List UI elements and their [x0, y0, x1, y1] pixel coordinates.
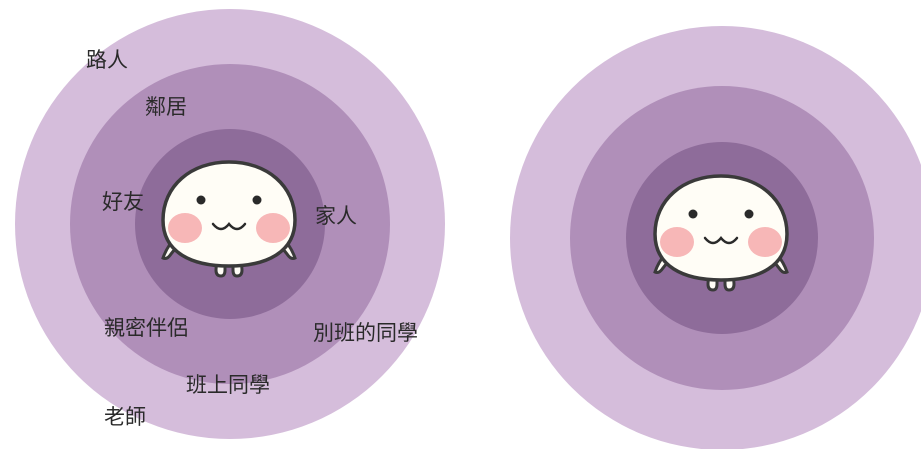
label-good-friend: 好友 — [102, 190, 144, 214]
label-teacher: 老師 — [104, 405, 146, 429]
right-diagram — [510, 26, 921, 449]
left-diagram — [15, 9, 445, 439]
label-other-class: 別班的同學 — [313, 321, 418, 345]
label-passerby: 路人 — [86, 48, 128, 72]
label-neighbor: 鄰居 — [145, 95, 187, 119]
label-family: 家人 — [315, 204, 357, 228]
label-classmates: 班上同學 — [186, 373, 270, 397]
label-partner: 親密伴侶 — [104, 316, 188, 340]
